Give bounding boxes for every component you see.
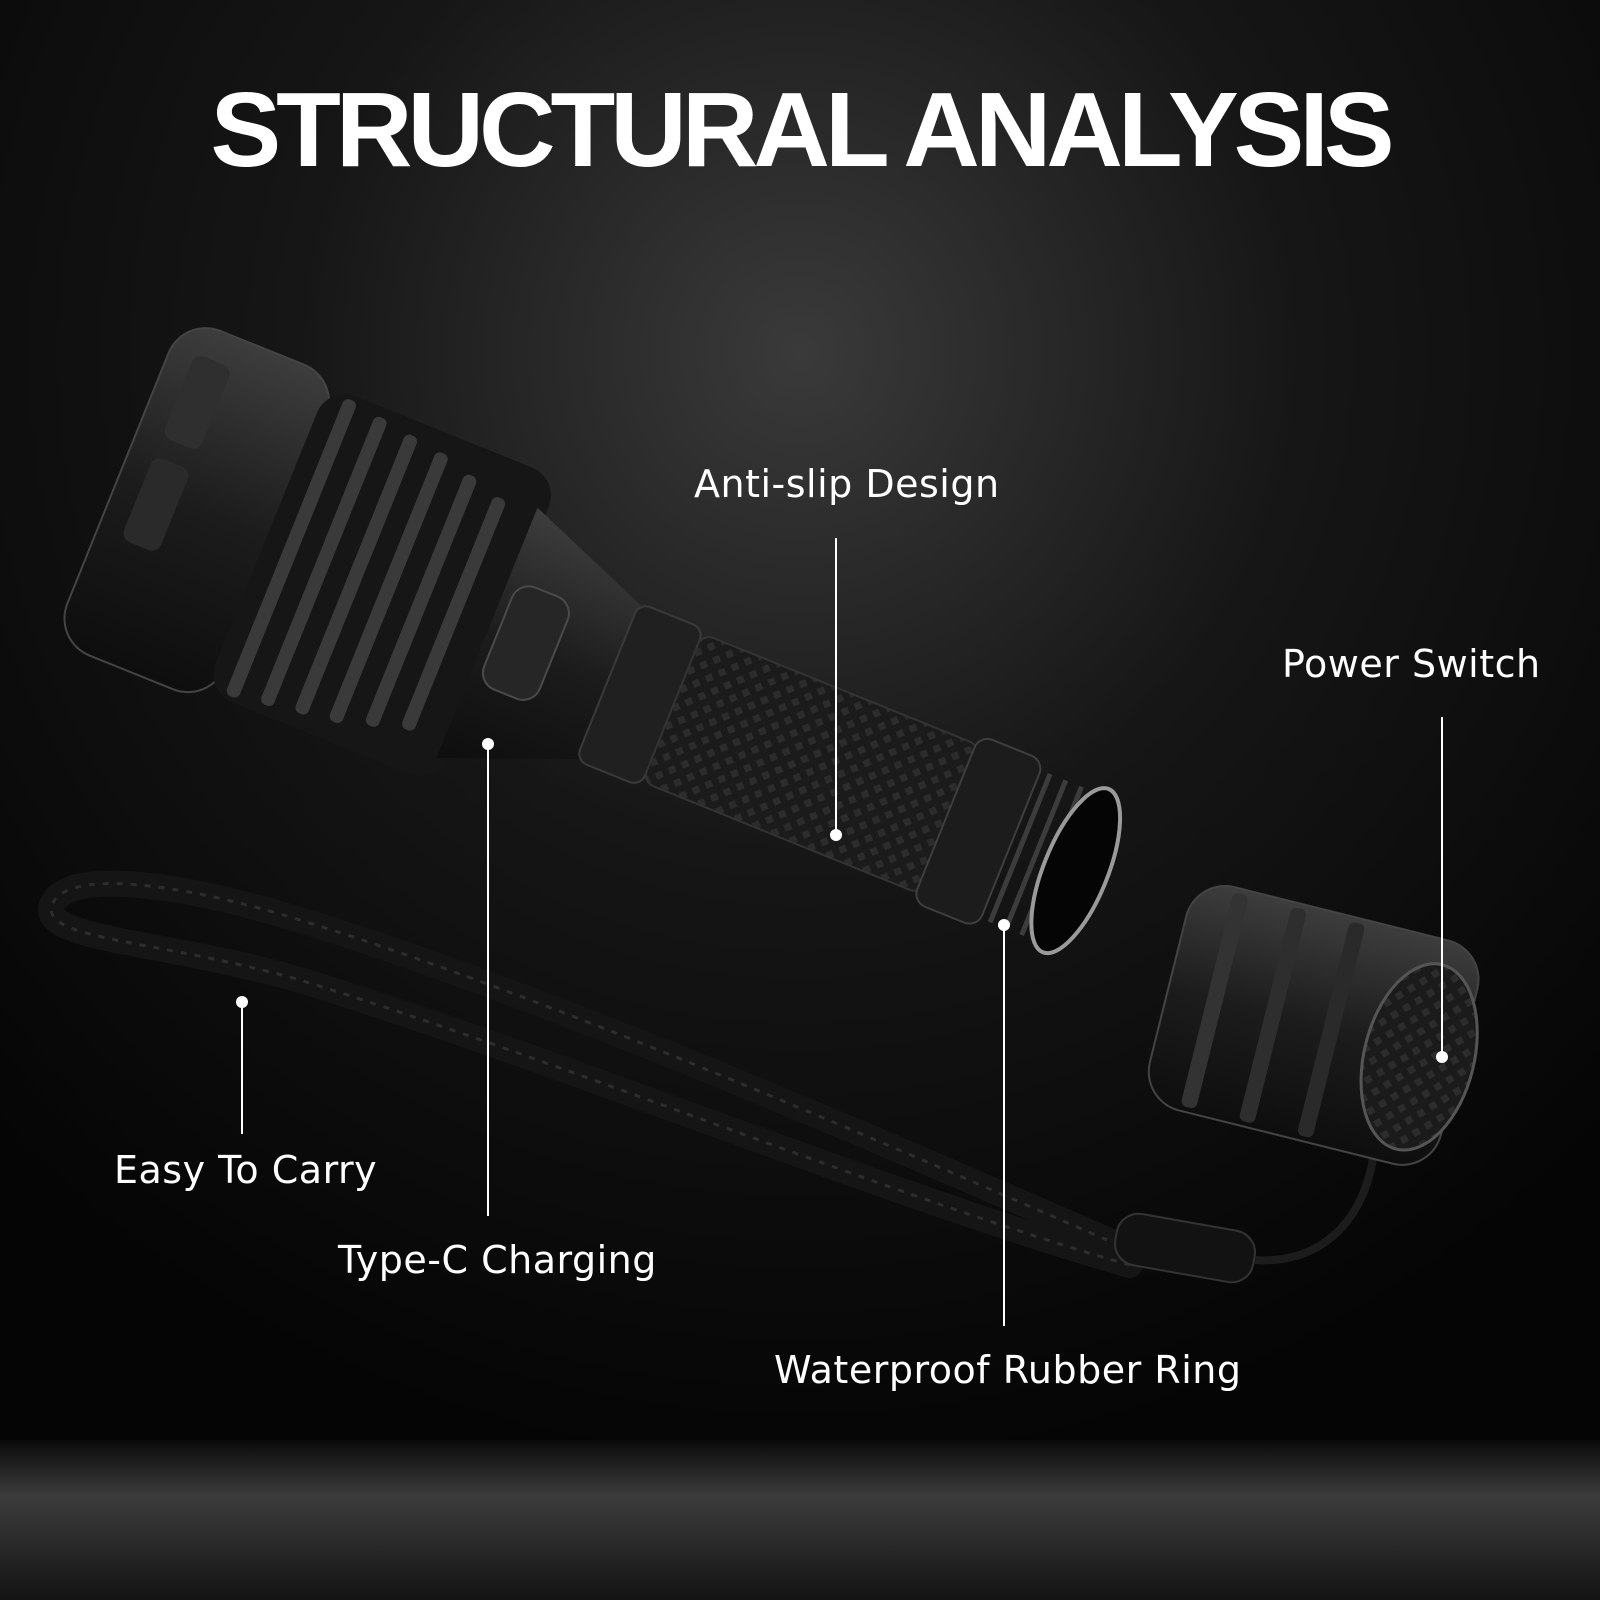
label-type-c-charging: Type-C Charging <box>338 1238 657 1282</box>
lanyard-texture <box>49 882 1131 1267</box>
dot-type-c <box>482 738 494 750</box>
page-title: STRUCTURAL ANALYSIS <box>210 71 1394 189</box>
tail-cap <box>1147 885 1480 1166</box>
flashlight-body <box>63 327 1123 956</box>
dot-power-switch <box>1436 1051 1448 1063</box>
lanyard-cord <box>1254 1139 1379 1265</box>
dot-waterproof <box>998 919 1010 931</box>
floor-surface <box>0 1440 1600 1600</box>
label-power-switch: Power Switch <box>1282 642 1541 686</box>
lanyard-slider <box>1114 1212 1256 1284</box>
label-waterproof-rubber-ring: Waterproof Rubber Ring <box>774 1348 1242 1392</box>
dot-easy-carry <box>236 996 248 1008</box>
callout-dots <box>236 738 1448 1063</box>
dot-anti-slip <box>830 829 842 841</box>
callout-leaders <box>241 538 1443 1326</box>
label-easy-to-carry: Easy To Carry <box>114 1148 378 1192</box>
label-anti-slip-design: Anti-slip Design <box>694 462 1000 506</box>
